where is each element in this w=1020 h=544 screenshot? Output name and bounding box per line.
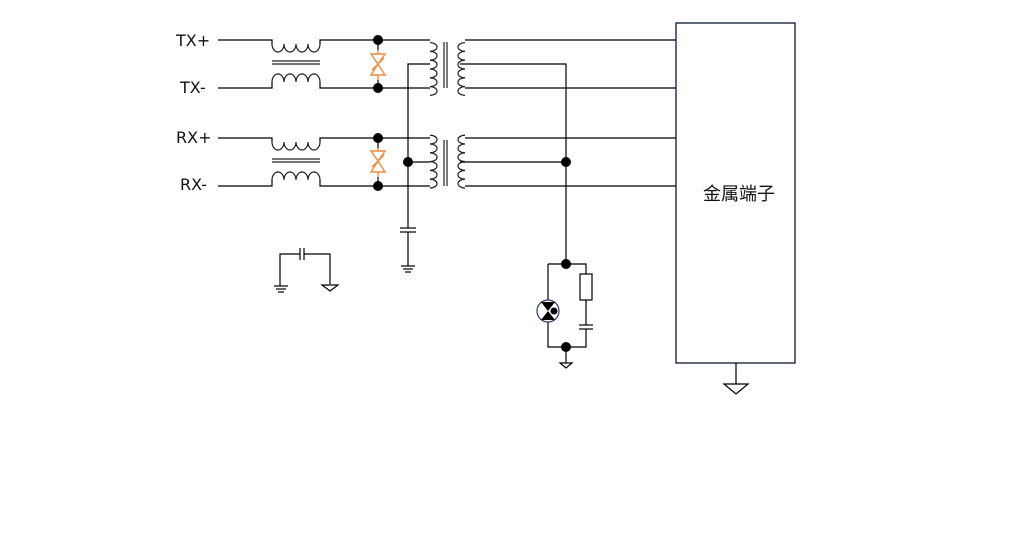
common-mode-choke-tx bbox=[218, 39, 378, 89]
ground-icon bbox=[274, 285, 288, 293]
label-rx-plus: RX+ bbox=[176, 128, 211, 147]
tvs-diode-rx bbox=[369, 133, 387, 191]
junction-dot bbox=[561, 259, 571, 269]
capacitor-centertap bbox=[400, 162, 416, 273]
chassis-ground-icon bbox=[558, 362, 574, 369]
resistor bbox=[579, 273, 593, 301]
ground-icon bbox=[401, 265, 415, 273]
gas-discharge-tube bbox=[536, 299, 560, 323]
terminal-label: 金属端子 bbox=[703, 184, 775, 205]
capacitor-ground-isolation bbox=[274, 248, 340, 293]
transformer-rx bbox=[403, 134, 676, 189]
chassis-ground-icon bbox=[722, 383, 750, 395]
label-tx-minus: TX- bbox=[179, 78, 206, 97]
chassis-ground-icon bbox=[320, 284, 340, 292]
tvs-diode-tx bbox=[369, 35, 387, 93]
surge-protection-branch bbox=[536, 162, 593, 369]
transformer-tx bbox=[407, 39, 676, 162]
common-mode-choke-rx bbox=[218, 137, 378, 187]
label-tx-plus: TX+ bbox=[175, 31, 210, 50]
metal-terminal-block: 金属端子 bbox=[675, 22, 796, 395]
label-rx-minus: RX- bbox=[180, 175, 207, 194]
